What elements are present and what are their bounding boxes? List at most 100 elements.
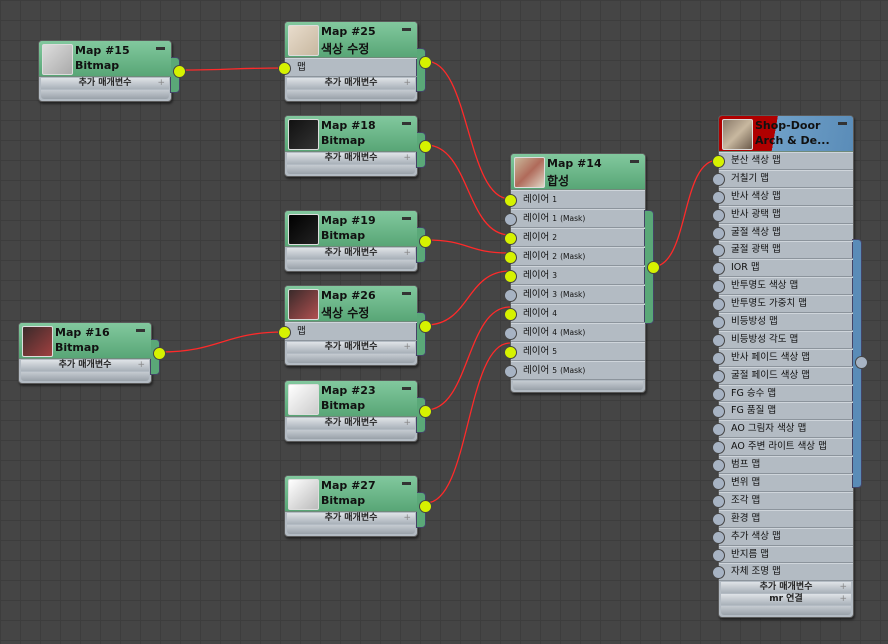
output-socket[interactable] bbox=[419, 405, 432, 418]
output-socket[interactable] bbox=[419, 320, 432, 333]
input-socket[interactable] bbox=[504, 346, 517, 359]
output-socket[interactable] bbox=[419, 500, 432, 513]
input-socket[interactable] bbox=[712, 280, 725, 294]
input-socket[interactable] bbox=[278, 62, 291, 75]
output-socket[interactable] bbox=[173, 65, 186, 78]
node-map26[interactable]: Map #26 색상 수정 맵 추가 매개변수+ bbox=[278, 285, 432, 366]
input-socket[interactable] bbox=[712, 459, 725, 473]
input-socket[interactable] bbox=[712, 566, 725, 580]
input-socket[interactable] bbox=[712, 423, 725, 437]
input-socket[interactable] bbox=[712, 333, 725, 347]
minimize-icon[interactable] bbox=[838, 122, 847, 125]
input-socket[interactable] bbox=[504, 232, 517, 245]
input-socket[interactable] bbox=[712, 190, 725, 204]
input-socket[interactable] bbox=[712, 530, 725, 544]
output-socket[interactable] bbox=[419, 56, 432, 69]
input-socket[interactable] bbox=[504, 308, 517, 321]
input-socket[interactable] bbox=[712, 244, 725, 258]
input-socket[interactable] bbox=[712, 494, 725, 508]
input-socket[interactable] bbox=[712, 155, 725, 168]
input-socket[interactable] bbox=[278, 326, 291, 339]
minimize-icon[interactable] bbox=[402, 217, 411, 220]
input-socket[interactable] bbox=[712, 298, 725, 312]
node-footer bbox=[21, 372, 149, 381]
node-header[interactable]: Map #16 Bitmap bbox=[19, 323, 151, 359]
output-tab bbox=[416, 48, 426, 92]
input-socket[interactable] bbox=[712, 387, 725, 401]
params-rollout[interactable]: 추가 매개변수+ bbox=[287, 78, 415, 89]
node-header[interactable]: Map #15 Bitmap bbox=[39, 41, 171, 77]
params-rollout[interactable]: 추가 매개변수+ bbox=[21, 360, 149, 371]
input-socket[interactable] bbox=[504, 365, 517, 378]
params-rollout[interactable]: 추가 매개변수+ bbox=[41, 78, 169, 89]
node-title: Map #18 bbox=[321, 119, 376, 132]
input-socket[interactable] bbox=[712, 369, 725, 383]
input-row: 반사 페이드 색상 맵 bbox=[712, 348, 853, 367]
node-header[interactable]: Map #25 색상 수정 bbox=[285, 22, 417, 58]
node-type: 색상 수정 bbox=[321, 42, 370, 56]
input-socket[interactable] bbox=[504, 270, 517, 283]
input-socket[interactable] bbox=[712, 512, 725, 526]
input-socket[interactable] bbox=[504, 289, 517, 302]
minimize-icon[interactable] bbox=[136, 329, 145, 332]
node-header[interactable]: Shop-Door Arch & De... bbox=[719, 116, 853, 152]
output-socket[interactable] bbox=[647, 261, 660, 274]
node-map16[interactable]: Map #16 Bitmap 추가 매개변수+ bbox=[18, 322, 166, 384]
node-header[interactable]: Map #14 합성 bbox=[511, 154, 645, 190]
row-label: AO 그림자 색상 맵 bbox=[731, 423, 807, 435]
node-map18[interactable]: Map #18 Bitmap 추가 매개변수+ bbox=[284, 115, 432, 177]
node-map19[interactable]: Map #19 Bitmap 추가 매개변수+ bbox=[284, 210, 432, 272]
params-rollout[interactable]: 추가 매개변수+ bbox=[721, 582, 851, 594]
node-header[interactable]: Map #27 Bitmap bbox=[285, 476, 417, 512]
minimize-icon[interactable] bbox=[630, 160, 639, 163]
node-footer bbox=[287, 260, 415, 269]
input-socket[interactable] bbox=[712, 477, 725, 491]
input-row-layer: 레이어 4 (Mask) bbox=[504, 323, 645, 342]
input-socket[interactable] bbox=[712, 441, 725, 455]
output-socket[interactable] bbox=[855, 356, 868, 369]
node-header[interactable]: Map #23 Bitmap bbox=[285, 381, 417, 417]
output-socket[interactable] bbox=[419, 235, 432, 248]
node-header[interactable]: Map #19 Bitmap bbox=[285, 211, 417, 247]
input-socket[interactable] bbox=[712, 548, 725, 562]
input-socket[interactable] bbox=[712, 316, 725, 330]
input-socket[interactable] bbox=[712, 226, 725, 240]
params-rollout[interactable]: 추가 매개변수+ bbox=[287, 248, 415, 259]
node-map27[interactable]: Map #27 Bitmap 추가 매개변수+ bbox=[284, 475, 432, 537]
input-socket[interactable] bbox=[504, 194, 517, 207]
row-label: 맵 bbox=[297, 62, 306, 73]
output-socket[interactable] bbox=[153, 347, 166, 360]
input-row-layer: 레이어 5 (Mask) bbox=[504, 361, 645, 380]
minimize-icon[interactable] bbox=[156, 47, 165, 50]
node-map23[interactable]: Map #23 Bitmap 추가 매개변수+ bbox=[284, 380, 432, 442]
minimize-icon[interactable] bbox=[402, 122, 411, 125]
expand-icon: + bbox=[839, 582, 847, 593]
output-socket[interactable] bbox=[419, 140, 432, 153]
input-socket[interactable] bbox=[712, 262, 725, 276]
minimize-icon[interactable] bbox=[402, 292, 411, 295]
node-map25[interactable]: Map #25 색상 수정 맵 추가 매개변수+ bbox=[278, 21, 432, 102]
params-rollout[interactable]: 추가 매개변수+ bbox=[287, 513, 415, 524]
minimize-icon[interactable] bbox=[402, 387, 411, 390]
params-rollout[interactable]: 추가 매개변수+ bbox=[287, 153, 415, 164]
node-map15[interactable]: Map #15 Bitmap 추가 매개변수+ bbox=[38, 40, 186, 102]
params-rollout[interactable]: 추가 매개변수+ bbox=[287, 418, 415, 429]
input-socket[interactable] bbox=[712, 351, 725, 365]
row-label: FG 승수 맵 bbox=[731, 387, 777, 399]
input-socket[interactable] bbox=[504, 251, 517, 264]
input-row: 비등방성 맵 bbox=[712, 313, 853, 331]
input-socket[interactable] bbox=[712, 405, 725, 419]
input-socket[interactable] bbox=[504, 327, 517, 340]
params-rollout[interactable]: 추가 매개변수+ bbox=[287, 342, 415, 353]
node-header[interactable]: Map #26 색상 수정 bbox=[285, 286, 417, 322]
input-socket[interactable] bbox=[712, 172, 725, 186]
minimize-icon[interactable] bbox=[402, 28, 411, 31]
mr-rollout[interactable]: mr 연결+ bbox=[721, 594, 851, 606]
node-header[interactable]: Map #18 Bitmap bbox=[285, 116, 417, 152]
minimize-icon[interactable] bbox=[402, 482, 411, 485]
node-map14[interactable]: Map #14 합성 레이어 1 레이어 1 (Mask)레이어 2 레이어 2… bbox=[504, 153, 660, 393]
node-footer bbox=[287, 165, 415, 174]
input-socket[interactable] bbox=[504, 213, 517, 226]
input-socket[interactable] bbox=[712, 208, 725, 222]
